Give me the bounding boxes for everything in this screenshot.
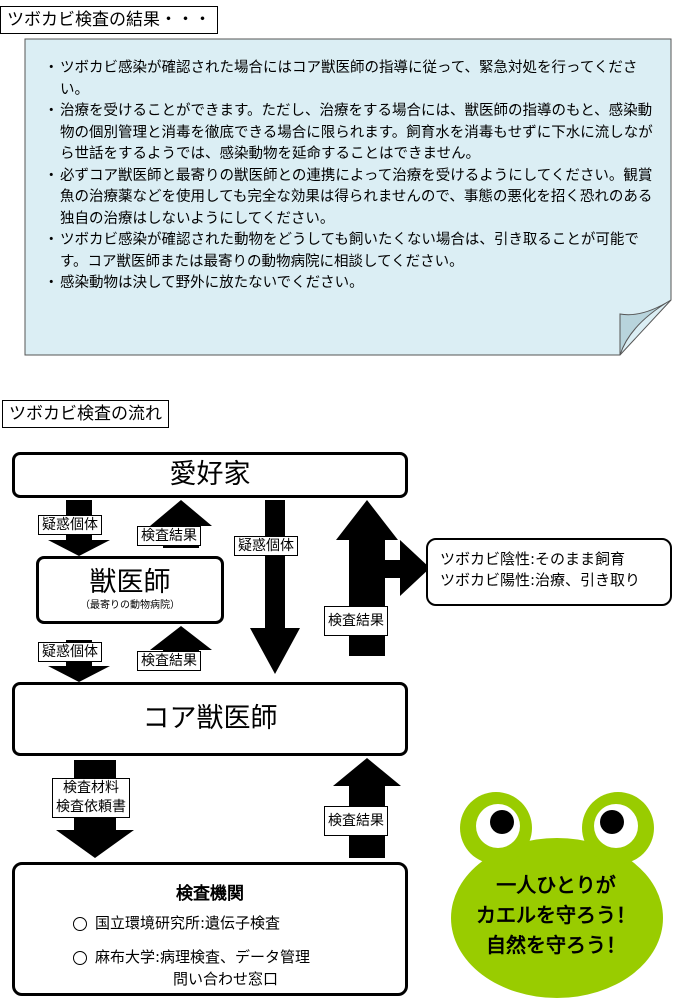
frog-slogan-1: 一人ひとりが: [496, 873, 616, 897]
edge-label-result-2: 検査結果: [137, 651, 201, 671]
outcome-negative: ツボカビ陰性:そのまま飼育: [440, 550, 626, 568]
vet-node: 獣医師 （最寄りの動物病院）: [36, 556, 224, 624]
outcome-box: ツボカビ陰性:そのまま飼育 ツボカビ陽性:治療、引き取り: [426, 538, 672, 606]
bullet-item: ツボカビ感染が確認された動物をどうしても飼いたくない場合は、引き取ることが可能で…: [44, 230, 658, 273]
edge-label-materials-2: 検査依頼書: [56, 799, 126, 815]
edge-label-result-1: 検査結果: [137, 526, 201, 546]
hobbyist-label: 愛好家: [169, 459, 251, 490]
core-vet-node: コア獣医師: [12, 682, 408, 756]
flow-title: ツボカビ検査の流れ: [2, 400, 169, 428]
frog-slogan-2: カエルを守ろう！: [476, 903, 636, 927]
bullet-item: 感染動物は決して野外に放たないでください。: [44, 273, 658, 295]
bullet-item: ツボカビ感染が確認された場合にはコア獣医師の指導に従って、緊急対処を行ってくださ…: [44, 58, 658, 101]
edge-label-result-3: 検査結果: [324, 806, 388, 836]
institutions-title: 検査機関: [176, 884, 244, 904]
core-vet-label: コア獣医師: [142, 703, 278, 734]
bullet-item: 治療を受けることができます。ただし、治療をする場合には、獣医師の指導のもと、感染…: [44, 101, 658, 166]
edge-label-result-return: 検査結果: [324, 606, 388, 636]
institution-item: 麻布大学:病理検査、データ管理: [95, 948, 311, 966]
institution-item: 国立環境研究所:遺伝子検査: [95, 914, 281, 932]
edge-label-materials-1: 検査材料: [63, 780, 119, 796]
arrow-down-hobbyist-core: [250, 500, 300, 674]
circle-bullet-icon: [73, 951, 87, 965]
frog-slogan-3: 自然を守ろう！: [486, 933, 626, 957]
edge-label-suspect-direct: 疑惑個体: [234, 536, 298, 556]
edge-label-materials: 検査材料 検査依頼書: [52, 778, 130, 818]
vet-label: 獣医師: [89, 567, 171, 598]
frog-icon: [451, 792, 663, 998]
hobbyist-node: 愛好家: [12, 452, 408, 498]
results-title: ツボカビ検査の結果・・・: [0, 6, 218, 34]
circle-bullet-icon: [73, 917, 87, 931]
vet-sub-label: （最寄りの動物病院）: [80, 600, 180, 611]
results-note: ツボカビ感染が確認された場合にはコア獣医師の指導に従って、緊急対処を行ってくださ…: [24, 38, 672, 356]
outcome-positive: ツボカビ陽性:治療、引き取り: [440, 571, 641, 589]
edge-label-suspect-1: 疑惑個体: [38, 515, 102, 535]
institution-item-contact: 問い合わせ窓口: [173, 970, 279, 988]
edge-label-suspect-2: 疑惑個体: [38, 642, 102, 662]
bullet-item: 必ずコア獣医師と最寄りの獣医師との連携によって治療を受けるようにしてください。観…: [44, 166, 658, 231]
institutions-node: 検査機関 国立環境研究所:遺伝子検査 麻布大学:病理検査、データ管理 問い合わせ…: [12, 862, 408, 996]
